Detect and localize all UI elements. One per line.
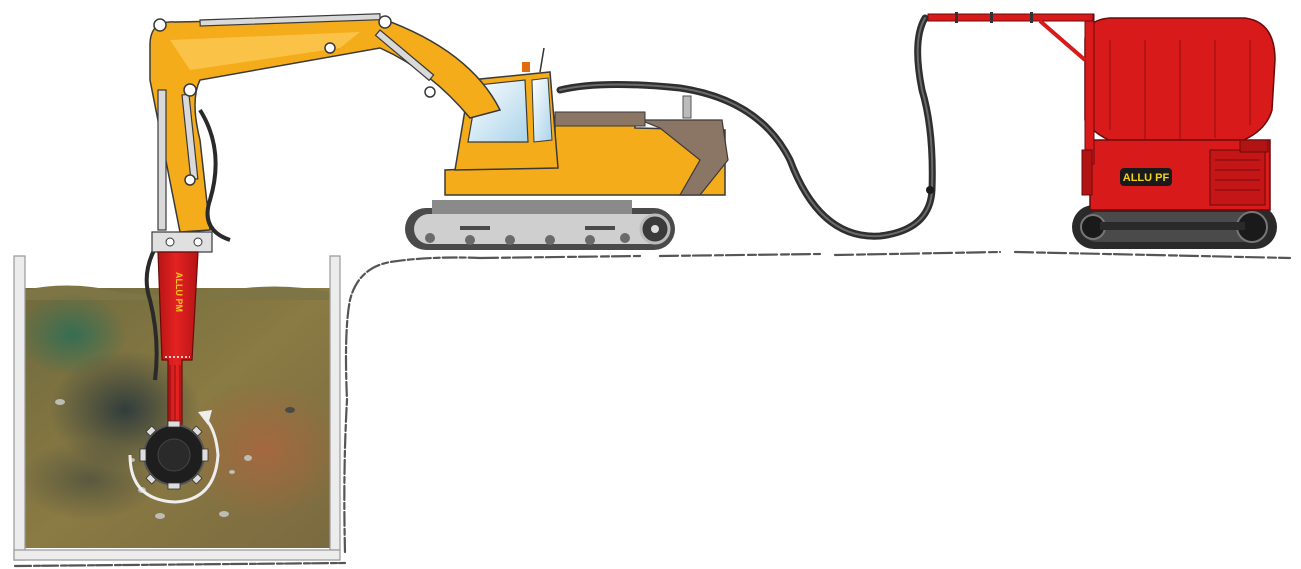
pit-wall-left	[14, 256, 25, 560]
allu-pf-feeder: ALLU PF	[928, 12, 1277, 249]
quick-coupler	[152, 232, 212, 252]
feeder-tracks	[1072, 205, 1277, 249]
excavator-tracks	[405, 200, 675, 250]
cab-side-window	[532, 78, 552, 142]
engine-hood	[555, 112, 645, 126]
feeder-label: ALLU PF	[1123, 172, 1170, 184]
warning-beacon	[522, 62, 530, 72]
pit-floor	[14, 550, 340, 560]
exhaust-pipe	[683, 96, 691, 118]
soil-brown-zone	[185, 380, 345, 520]
soil-dark-zone-2	[20, 440, 160, 520]
mixer-label: ALLU PM	[174, 272, 184, 312]
pit-wall-right	[330, 256, 340, 550]
feeder-mast	[1085, 14, 1094, 164]
hose-coupling	[926, 186, 934, 194]
feeder-boom-arm	[928, 14, 1093, 21]
